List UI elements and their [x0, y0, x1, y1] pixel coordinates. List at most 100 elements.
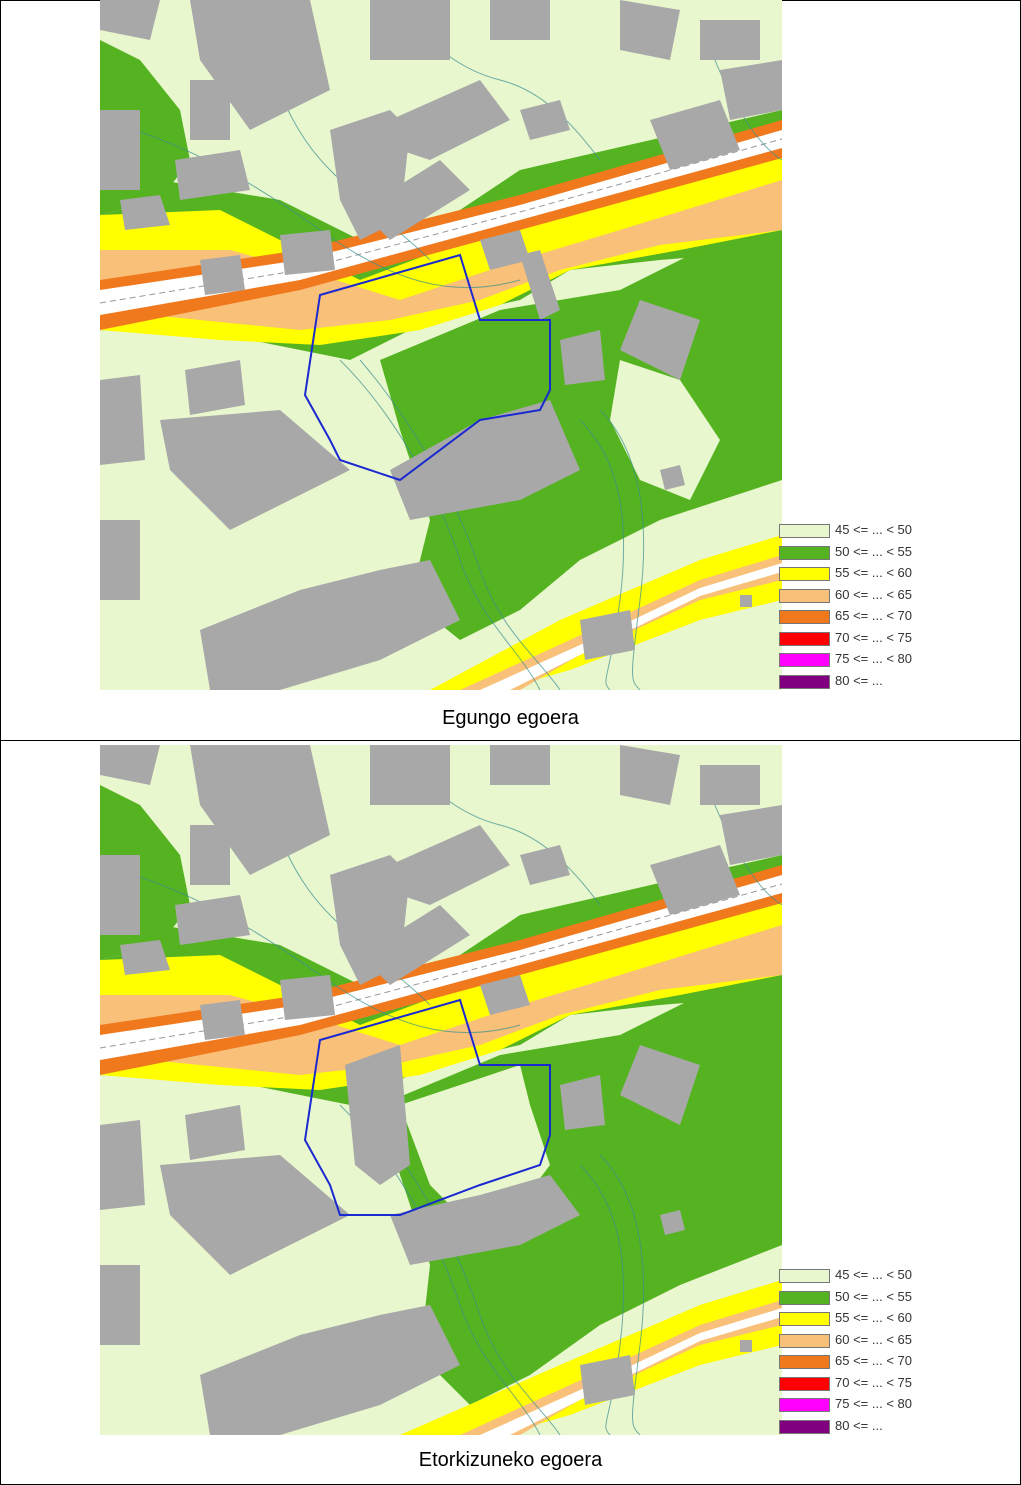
building: [660, 1210, 685, 1235]
legend-item: 80 <= ...: [779, 1417, 1009, 1439]
building: [100, 855, 140, 935]
building: [720, 805, 782, 865]
building: [660, 465, 685, 490]
legend-item: 65 <= ... < 70: [779, 607, 1009, 629]
legend-swatch: [779, 674, 830, 689]
contour-line: [359, 359, 561, 690]
legend-label: 65 <= ... < 70: [835, 1353, 912, 1368]
building: [160, 410, 350, 530]
legend-label: 60 <= ... < 65: [835, 1331, 912, 1347]
legend-label: 70 <= ... < 75: [835, 629, 912, 645]
building: [650, 100, 740, 170]
panel-divider: [0, 740, 1021, 741]
legend-swatch: [779, 1398, 830, 1412]
legend-swatch: [779, 588, 830, 603]
contour-line: [599, 409, 645, 690]
caption-future: Etorkizuneko egoera: [418, 1449, 603, 1471]
building: [100, 1120, 145, 1210]
building: [185, 360, 245, 415]
legend-swatch: [779, 1269, 830, 1283]
legend-item: 70 <= ... < 75: [779, 1374, 1009, 1396]
building: [200, 255, 245, 295]
building: [200, 1305, 460, 1435]
road-centerline: [100, 138, 782, 304]
legend-label: 80 <= ...: [835, 1417, 883, 1433]
legend-item: 80 <= ...: [779, 672, 1009, 694]
legend-label: 60 <= ... < 65: [835, 586, 912, 602]
building: [345, 1045, 410, 1185]
building: [190, 0, 330, 130]
contour-line: [100, 119, 521, 289]
building: [580, 610, 635, 660]
legend-item: 45 <= ... < 50: [779, 521, 1009, 543]
building: [490, 0, 550, 40]
legend-future: 45 <= ... < 50 50 <= ... < 55 55 <= ... …: [779, 1266, 1009, 1438]
building: [100, 1265, 140, 1345]
building: [390, 80, 510, 160]
legend-label: 55 <= ... < 60: [835, 1310, 912, 1325]
contour-line: [579, 419, 625, 690]
contour-line: [599, 1154, 645, 1435]
building: [200, 1000, 245, 1040]
building: [370, 0, 450, 60]
legend-swatch: [779, 1355, 830, 1369]
building: [740, 595, 752, 607]
legend-label: 45 <= ... < 50: [835, 1267, 912, 1282]
legend-swatch: [779, 567, 830, 581]
legend-label: 75 <= ... < 80: [835, 651, 912, 666]
noise-map-future-svg: [100, 745, 782, 1435]
legend-item: 60 <= ... < 65: [779, 586, 1009, 608]
building: [360, 905, 470, 985]
building: [480, 975, 530, 1015]
legend-item: 55 <= ... < 60: [779, 1309, 1009, 1331]
legend-item: 70 <= ... < 75: [779, 629, 1009, 651]
zone-55-60: [430, 535, 782, 690]
building: [720, 60, 782, 120]
building: [700, 765, 760, 805]
building: [280, 975, 335, 1020]
contour-line: [579, 1164, 625, 1435]
building: [190, 745, 330, 875]
building: [190, 825, 230, 885]
building: [190, 80, 230, 140]
building: [100, 745, 160, 785]
legend-swatch: [779, 653, 830, 667]
building: [360, 160, 470, 240]
noise-map-current-svg: [100, 0, 782, 690]
building: [580, 1355, 635, 1405]
building: [185, 1105, 245, 1160]
legend-label: 65 <= ... < 70: [835, 608, 912, 623]
building: [620, 745, 680, 805]
building: [480, 230, 530, 270]
buildings: [100, 0, 782, 690]
building: [100, 110, 140, 190]
legend-swatch: [779, 1419, 830, 1434]
building: [490, 745, 550, 785]
road-main: [100, 875, 782, 1060]
building: [520, 100, 570, 140]
project-boundary: [303, 253, 551, 482]
building: [740, 1340, 752, 1352]
legend-label: 80 <= ...: [835, 672, 883, 688]
contour-line: [100, 864, 521, 1034]
project-boundary: [303, 998, 551, 1216]
building: [370, 745, 450, 805]
building: [120, 195, 170, 230]
building: [200, 560, 460, 690]
building: [620, 1045, 700, 1125]
caption-current: Egungo egoera: [442, 707, 579, 729]
building: [175, 895, 250, 945]
zone-45-50: [610, 360, 720, 500]
building: [280, 230, 335, 275]
building: [175, 150, 250, 200]
legend-swatch: [779, 545, 830, 560]
legend-item: 75 <= ... < 80: [779, 1395, 1009, 1417]
legend-label: 50 <= ... < 55: [835, 543, 912, 559]
legend-item: 65 <= ... < 70: [779, 1352, 1009, 1374]
building: [120, 940, 170, 975]
legend-item: 75 <= ... < 80: [779, 650, 1009, 672]
buildings: [100, 745, 782, 1435]
legend-swatch: [779, 1312, 830, 1326]
legend-item: 50 <= ... < 55: [779, 543, 1009, 565]
legend-swatch: [779, 1290, 830, 1305]
